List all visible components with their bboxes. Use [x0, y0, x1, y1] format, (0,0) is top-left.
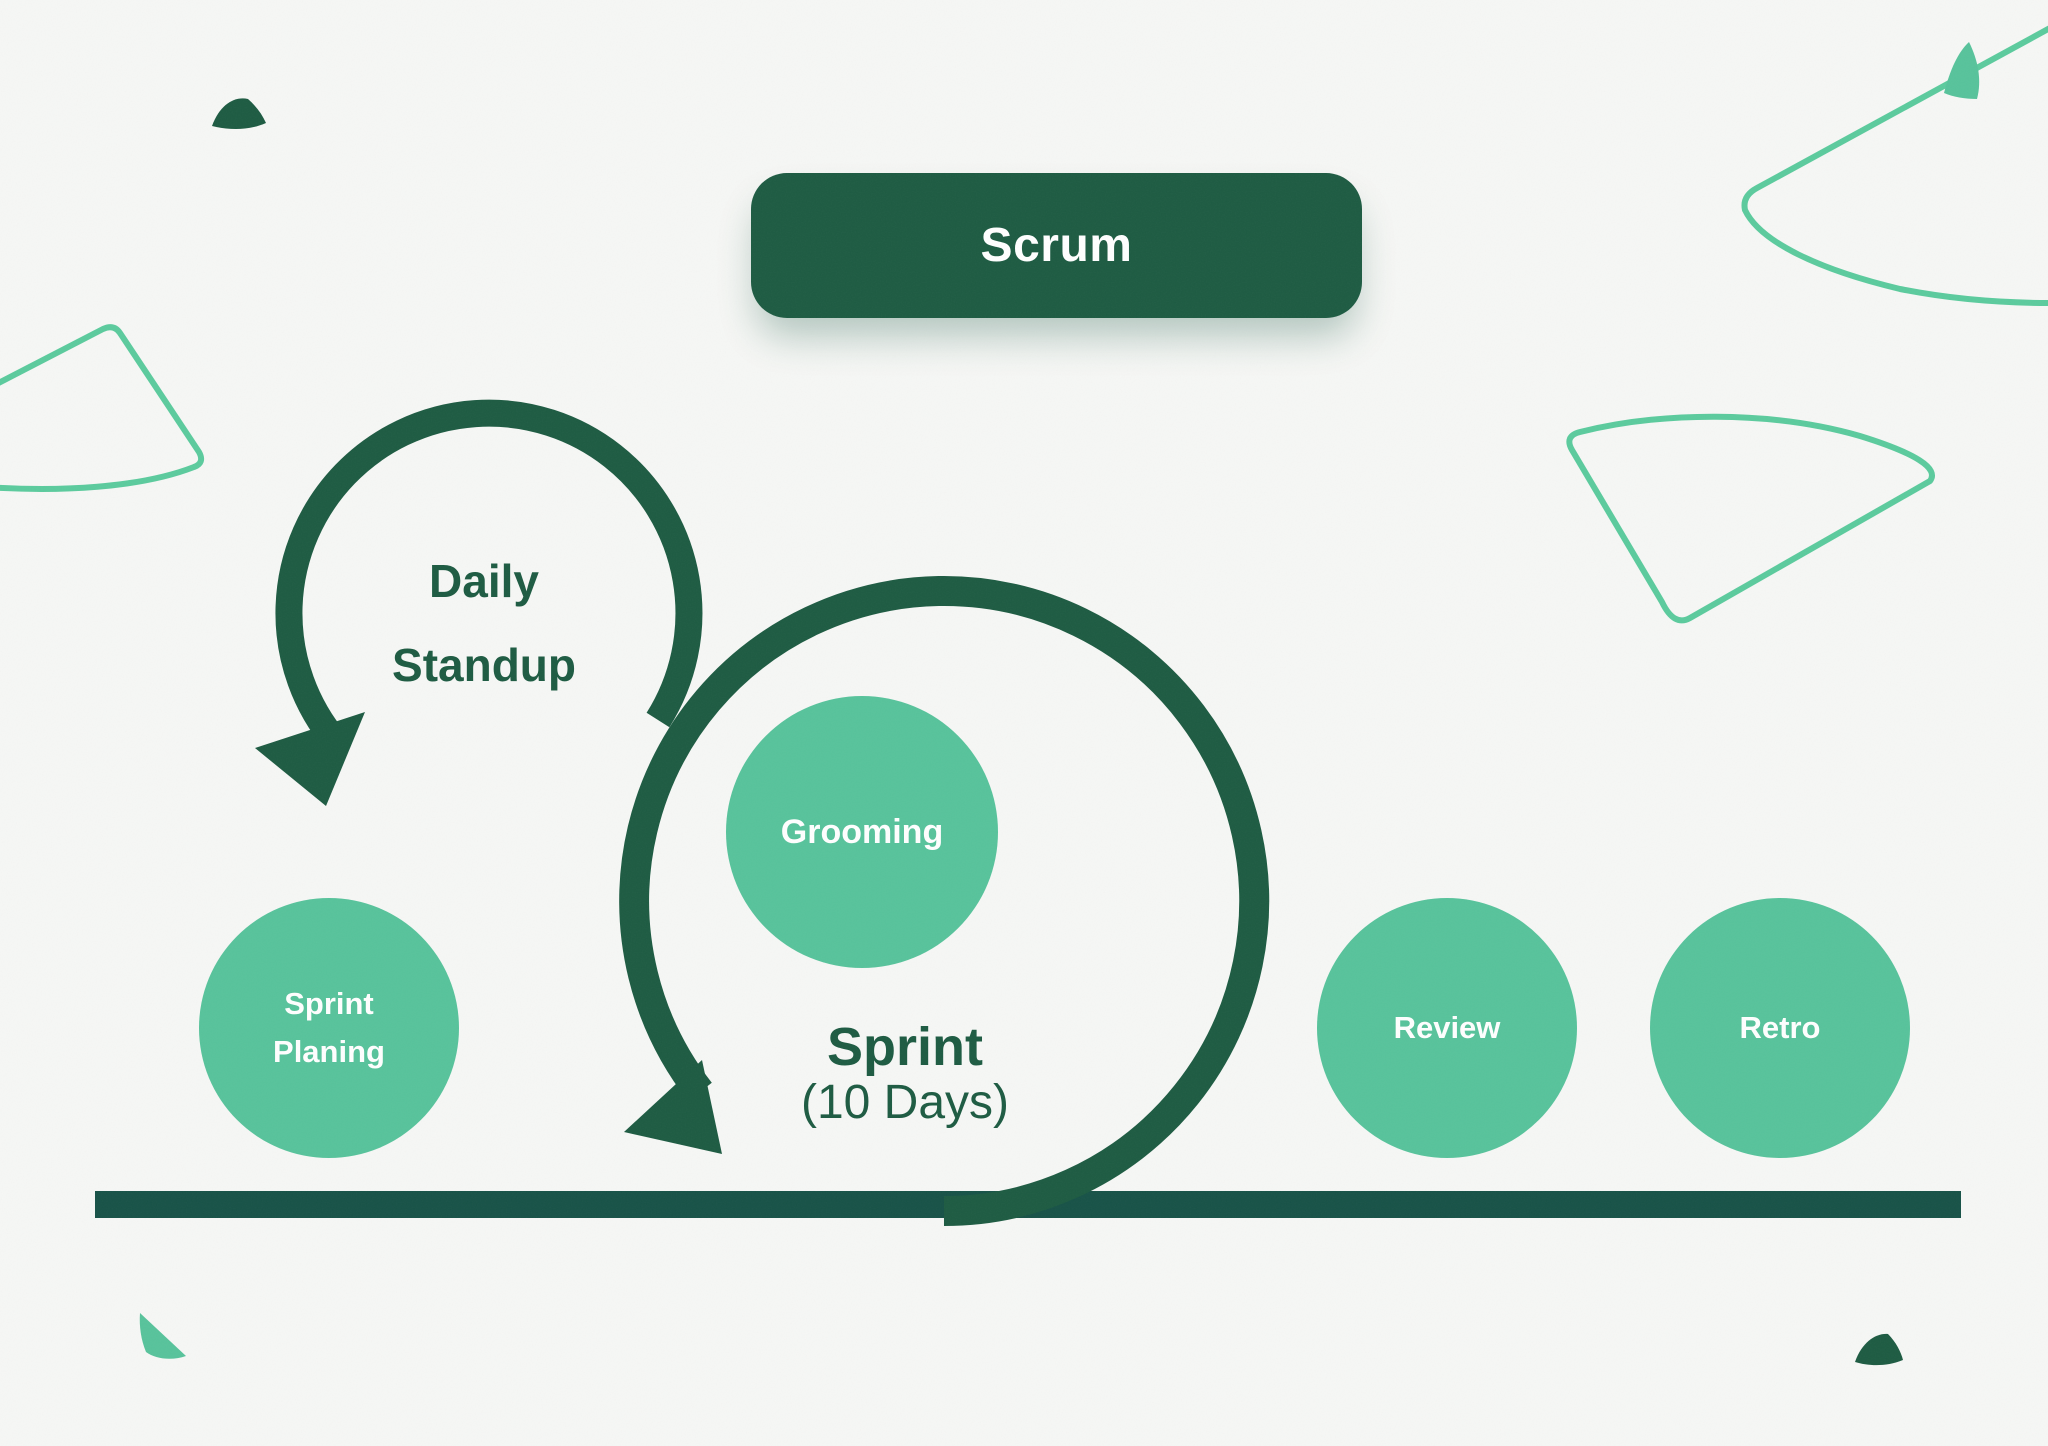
deco-line-arc-top-right-icon	[1741, 25, 2048, 306]
node-grooming: Grooming	[726, 696, 998, 968]
node-review: Review	[1317, 898, 1577, 1158]
node-review-label: Review	[1393, 1010, 1501, 1045]
sprint-label: Sprint (10 Days)	[801, 1018, 1009, 1130]
node-sprint-planing-line2: Planing	[273, 1034, 385, 1069]
deco-fin-bottom-left-icon	[139, 1313, 186, 1359]
daily-standup-label-line2: Standup	[392, 639, 576, 691]
node-sprint-planing: Sprint Planing	[199, 898, 459, 1158]
deco-sail-top-right-icon	[1944, 42, 1980, 99]
scrum-title-banner: Scrum	[751, 173, 1362, 318]
scrum-title-label: Scrum	[980, 219, 1133, 272]
sprint-label-duration: (10 Days)	[800, 1076, 1010, 1129]
node-retro-label: Retro	[1739, 1010, 1821, 1045]
deco-wedge-left-icon	[0, 324, 205, 492]
deco-fin-top-left-icon	[212, 98, 266, 130]
deco-fan-right-icon	[1566, 413, 1935, 624]
node-sprint-planing-line1: Sprint	[284, 986, 374, 1021]
daily-standup-label-line1: Daily	[429, 555, 539, 607]
node-sprint-planing-label: Sprint Planing	[273, 980, 385, 1076]
node-retro: Retro	[1650, 898, 1910, 1158]
deco-fin-bottom-right-icon	[1855, 1333, 1903, 1366]
daily-standup-label: Daily Standup	[392, 539, 576, 707]
node-grooming-label: Grooming	[780, 813, 944, 851]
sprint-label-main: Sprint	[827, 1017, 983, 1077]
